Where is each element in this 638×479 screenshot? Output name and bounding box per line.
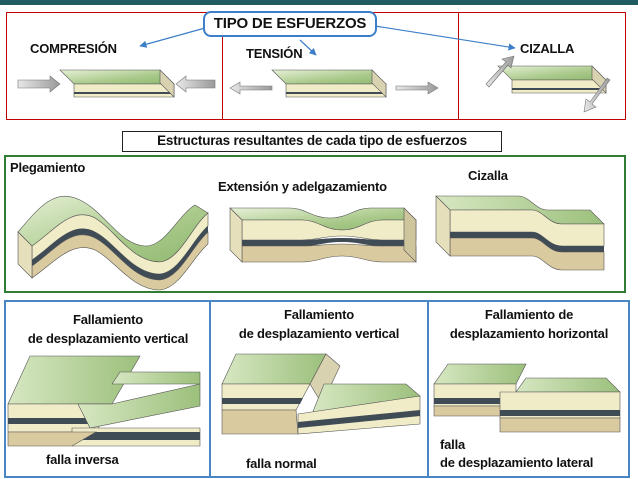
label-falla-normal: falla normal [246, 456, 317, 471]
label-extension: Extensión y adelgazamiento [218, 179, 387, 194]
label-plegamiento: Plegamiento [10, 160, 86, 175]
label-fault-horizontal-line2: desplazamiento horizontal [449, 326, 609, 341]
top-accent-bar [0, 0, 638, 5]
faults-divider-1 [209, 300, 211, 478]
folding-block [17, 195, 209, 291]
title: TIPO DE ESFUERZOS [213, 15, 367, 32]
label-falla-lateral-line2: de desplazamiento lateral [440, 455, 594, 470]
divider-2 [458, 12, 459, 120]
shear-block [435, 195, 605, 271]
label-fault-vertical1-line1: Fallamiento [72, 312, 144, 327]
label-falla-inversa: falla inversa [46, 452, 119, 467]
tension-arrow-left [229, 81, 273, 95]
arrow-to-tension [299, 39, 317, 56]
label-cizalla-structure: Cizalla [468, 168, 508, 183]
arrow-to-cizalla [374, 25, 516, 51]
label-fault-vertical2-line2: de desplazamiento vertical [238, 326, 400, 341]
normal-fault-block [221, 353, 421, 435]
cizalla-arrow-up [485, 55, 515, 88]
title-box [203, 11, 377, 37]
label-tension: TENSIÓN [246, 46, 303, 61]
reverse-fault-block [7, 355, 201, 447]
arrow-to-compresion [139, 27, 206, 48]
tension-slab [271, 69, 387, 98]
tension-arrow-right [395, 81, 439, 95]
extension-block [229, 207, 417, 263]
compresion-arrow-left [17, 75, 61, 93]
cizalla-slab [497, 65, 607, 94]
subtitle: Estructuras resultantes de cada tipo de … [157, 133, 467, 148]
label-compresion: COMPRESIÓN [30, 41, 117, 56]
structures-panel [4, 155, 626, 293]
compresion-slab [59, 69, 175, 98]
lateral-fault-block [433, 363, 621, 433]
label-fault-horizontal-line1: Fallamiento de [484, 307, 574, 322]
subtitle-box [122, 131, 502, 152]
label-fault-vertical1-line2: de desplazamiento vertical [27, 331, 189, 346]
label-cizalla-stress: CIZALLA [520, 41, 575, 56]
compresion-arrow-right [175, 75, 216, 93]
label-fault-vertical2-line1: Fallamiento [283, 307, 355, 322]
divider-1 [222, 12, 223, 120]
faults-panel [4, 300, 630, 478]
cizalla-arrow-down [583, 77, 611, 113]
label-falla-lateral-line1: falla [440, 437, 466, 452]
faults-divider-2 [427, 300, 429, 478]
